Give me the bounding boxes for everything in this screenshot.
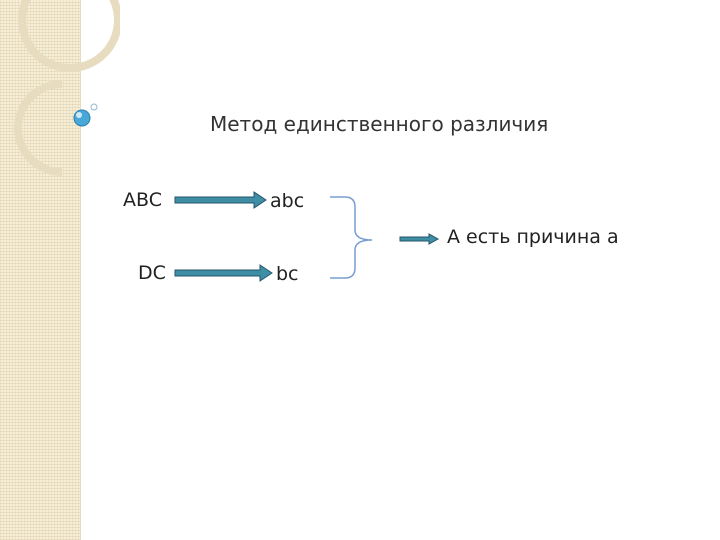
cause-label-2: DC [138,262,166,284]
conclusion-arrow [399,233,440,245]
page-title: Метод единственного различия [210,112,549,136]
brace [330,196,373,279]
effect-label-2: bc [276,263,299,285]
cause-label-1: ABC [123,189,162,211]
arrow-1 [174,191,267,209]
effect-label-1: abc [270,190,305,212]
conclusion-label: А есть причина а [447,226,619,248]
arrow-2 [174,264,273,282]
decorative-circle-icon [14,0,120,176]
